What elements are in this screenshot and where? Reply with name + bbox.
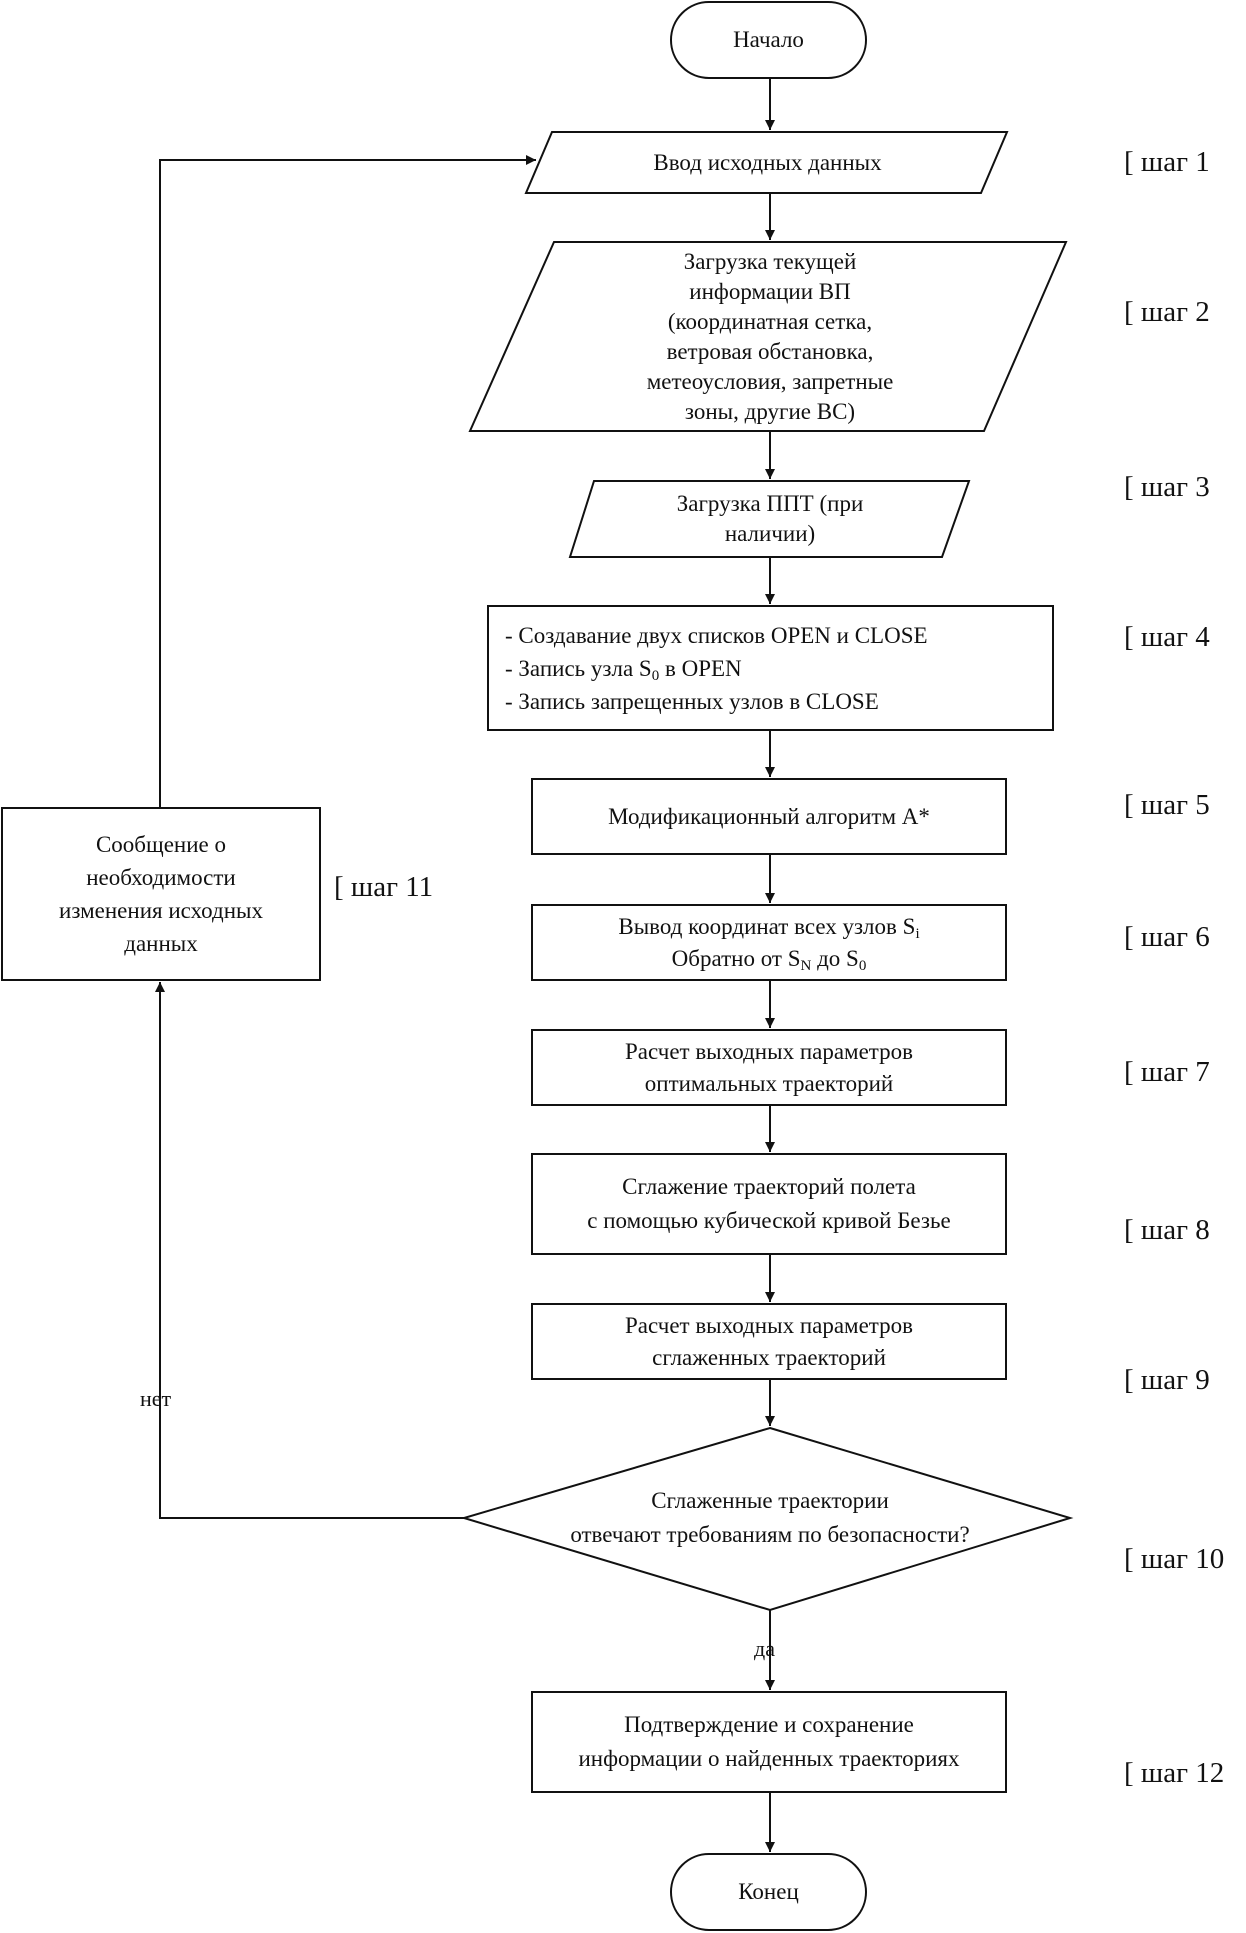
calc-smoothed-process-box	[531, 1303, 1007, 1380]
step-label: [ шаг 5	[1124, 789, 1210, 821]
step-label: [ шаг 2	[1124, 296, 1210, 328]
load-info-line: (координатная сетка,	[667, 308, 873, 334]
branch-yes-label: да	[754, 1636, 775, 1661]
arrow-message-to-input	[159, 155, 536, 808]
lists-process-box	[487, 605, 1054, 731]
load-ppt-line: наличии)	[724, 521, 816, 546]
lists-label: - Создавание двух списков OPEN и CLOSE -…	[505, 606, 1045, 730]
step-label: [ шаг 1	[1124, 146, 1210, 178]
confirm-line: информации о найденных траекториях	[578, 1746, 960, 1771]
decision-line: отвечают требованиям по безопасности?	[570, 1522, 970, 1547]
message-line: необходимости	[86, 865, 236, 890]
start-label: Начало	[733, 27, 804, 52]
calc-optimal-line: оптимальных траекторий	[644, 1070, 894, 1096]
step-label: [ шаг 10	[1124, 1543, 1225, 1575]
output-coords-line: Обратно от SN до S0	[671, 945, 867, 974]
calc-smoothed-line: сглаженных траекторий	[652, 1344, 886, 1370]
decision-label: Сглаженные траектории отвечают требовани…	[500, 1478, 1040, 1558]
message-line: данных	[124, 931, 198, 956]
output-coords-process-box	[531, 904, 1007, 981]
smoothing-label: Сглажение траекторий полета с помощью ку…	[532, 1154, 1006, 1254]
smoothing-line: с помощью кубической кривой Безье	[587, 1208, 951, 1233]
smoothing-process-box	[531, 1153, 1007, 1255]
load-info-parallelogram	[468, 241, 1068, 432]
decision-line: Сглаженные траектории	[651, 1488, 889, 1513]
load-ppt-parallelogram	[568, 480, 971, 558]
branch-no-label: нет	[140, 1386, 172, 1411]
end-label: Конец	[738, 1879, 799, 1904]
confirm-line: Подтверждение и сохранение	[624, 1712, 914, 1737]
load-info-line: зоны, другие ВС)	[684, 398, 856, 424]
algorithm-label: Модификационный алгоритм А*	[608, 803, 930, 829]
load-info-label: Загрузка текущей информации ВП (координа…	[560, 242, 980, 431]
calc-optimal-label: Расчет выходных параметров оптимальных т…	[532, 1030, 1006, 1105]
step-label: [ шаг 12	[1124, 1757, 1225, 1789]
step-label: [ шаг 11	[334, 871, 434, 903]
lists-line: - Запись запрещенных узлов в CLOSE	[505, 688, 879, 714]
load-info-line: информации ВП	[689, 278, 851, 304]
step-label: [ шаг 4	[1124, 621, 1210, 653]
confirm-label: Подтверждение и сохранение информации о …	[532, 1692, 1006, 1792]
step-label: [ шаг 3	[1124, 471, 1210, 503]
output-coords-line: Вывод координат всех узлов Si	[618, 913, 920, 942]
arrow-decision-no-to-message	[155, 982, 464, 1519]
input-data-parallelogram	[524, 131, 1009, 194]
lists-line: - Запись узла S0 в OPEN	[505, 655, 742, 684]
calc-optimal-line: Расчет выходных параметров	[625, 1038, 913, 1064]
step-label: [ шаг 7	[1124, 1056, 1210, 1088]
load-info-line: метеоусловия, запретные	[646, 368, 894, 394]
end-terminator	[670, 1853, 867, 1931]
smoothing-line: Сглажение траекторий полета	[622, 1174, 916, 1199]
load-info-line: ветровая обстановка,	[666, 338, 874, 364]
message-process-box	[1, 807, 321, 981]
load-ppt-line: Загрузка ППТ (при	[676, 491, 864, 516]
load-info-line: Загрузка текущей	[683, 248, 857, 274]
step-label: [ шаг 9	[1124, 1364, 1210, 1396]
calc-smoothed-line: Расчет выходных параметров	[625, 1312, 913, 1338]
lists-line: - Создавание двух списков OPEN и CLOSE	[505, 622, 928, 648]
input-data-label: Ввод исходных данных	[653, 149, 882, 175]
message-line: изменения исходных	[59, 898, 263, 923]
calc-optimal-process-box	[531, 1029, 1007, 1106]
step-label: [ шаг 8	[1124, 1214, 1210, 1246]
confirm-process-box	[531, 1691, 1007, 1793]
step-label: [ шаг 6	[1124, 921, 1210, 953]
algorithm-process-box	[531, 778, 1007, 855]
load-ppt-label: Загрузка ППТ (при наличии)	[590, 481, 950, 557]
start-terminator	[670, 1, 867, 79]
output-coords-label: Вывод координат всех узлов Si Обратно от…	[532, 905, 1006, 980]
message-label: Сообщение о необходимости изменения исхо…	[2, 808, 320, 980]
message-line: Сообщение о	[95, 832, 227, 857]
calc-smoothed-label: Расчет выходных параметров сглаженных тр…	[532, 1304, 1006, 1379]
